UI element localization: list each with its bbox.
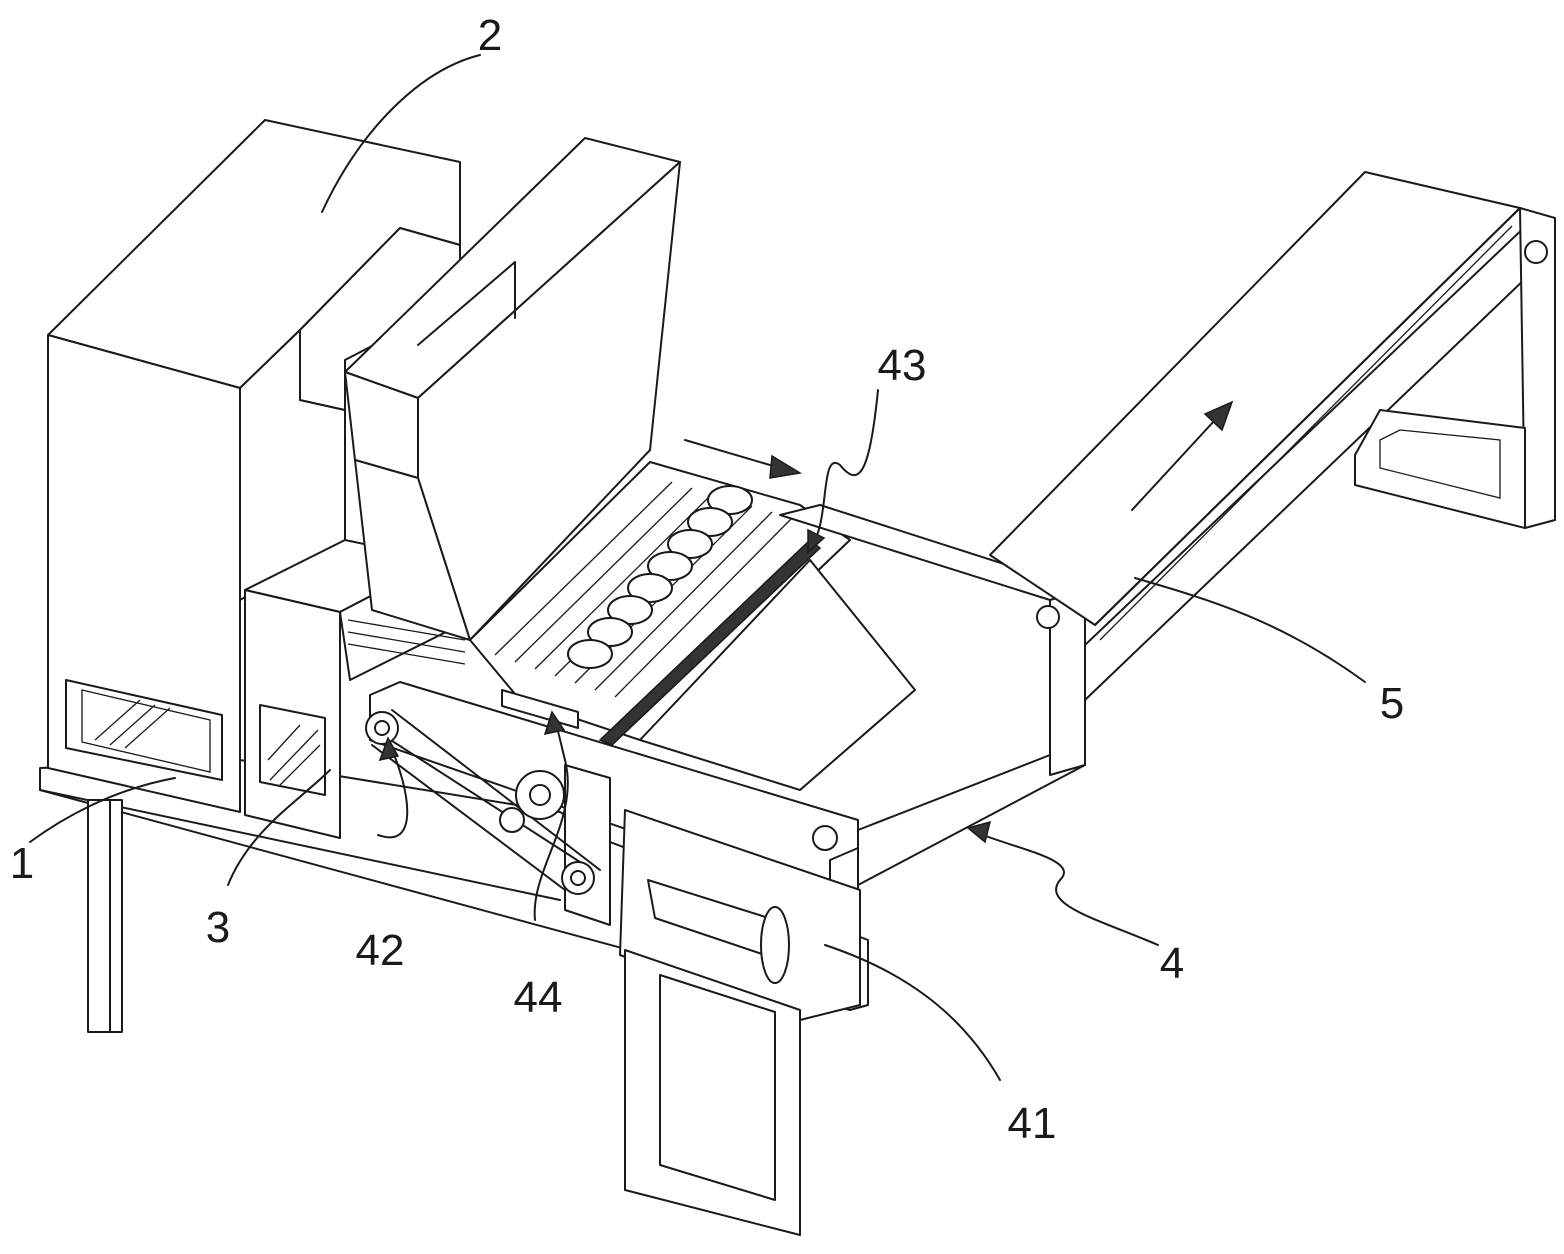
machine-body-1	[47, 119, 461, 813]
label-41: 41	[1008, 1099, 1057, 1148]
label-1: 1	[10, 839, 34, 888]
hopper-2	[344, 137, 681, 641]
belt-drive	[365, 709, 601, 895]
sorting-roller-bed	[469, 461, 916, 791]
frame-4	[369, 504, 1086, 1236]
part-labels: 2 43 5 1 3 42 4 44 41	[10, 11, 1404, 1148]
label-3: 3	[206, 903, 230, 952]
label-4: 4	[1160, 939, 1184, 988]
label-42: 42	[356, 926, 405, 975]
label-5: 5	[1380, 679, 1404, 728]
label-43: 43	[878, 341, 927, 390]
label-44: 44	[514, 973, 563, 1022]
leader-lines	[29, 54, 1366, 1081]
conveyor-5	[989, 171, 1556, 701]
flow-arrows	[684, 400, 1234, 511]
label-2: 2	[478, 11, 502, 60]
